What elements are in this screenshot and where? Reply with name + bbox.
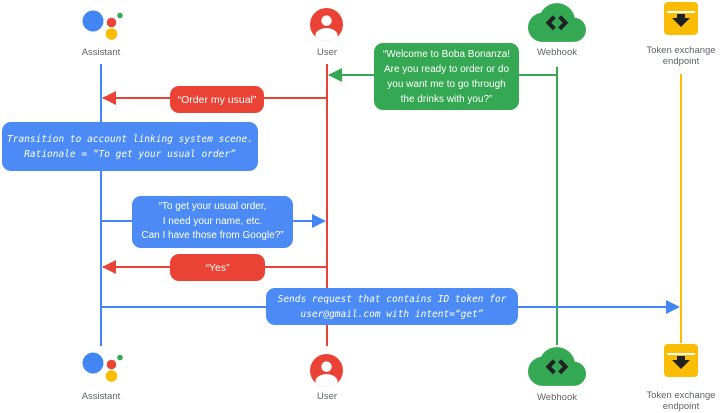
token-endpoint-label-bottom: Token exchange endpoint (646, 390, 716, 412)
webhook-label-bottom: Webhook (537, 392, 577, 403)
sends-request-message: Sends request that contains ID token for… (266, 288, 518, 325)
order-usual-arrowhead-icon (102, 91, 116, 105)
webhook-cloud-icon (528, 347, 586, 391)
order-usual-message: “Order my usual” (170, 86, 264, 113)
token-endpoint-lifeline (680, 74, 682, 343)
token-exchange-endpoint-icon (664, 2, 698, 40)
user-icon (310, 8, 343, 46)
get-usual-order-message: “To get your usual order, I need your na… (132, 196, 293, 248)
user-label-bottom: User (316, 391, 338, 402)
transition-note: Transition to account linking system sce… (2, 122, 258, 171)
welcome-arrowhead-icon (328, 68, 342, 82)
token-exchange-endpoint-icon (664, 344, 698, 382)
sends-request-arrowhead-icon (666, 300, 680, 314)
webhook-cloud-icon (528, 3, 586, 47)
yes-arrowhead-icon (102, 260, 116, 274)
yes-message: “Yes” (170, 254, 265, 281)
assistant-lifeline (100, 64, 102, 346)
user-label-top: User (316, 47, 338, 58)
google-assistant-icon (82, 350, 124, 389)
webhook-lifeline (556, 67, 558, 345)
webhook-label-top: Webhook (537, 47, 577, 58)
token-endpoint-label-top: Token exchange endpoint (646, 45, 716, 67)
get-usual-order-arrowhead-icon (312, 214, 326, 228)
user-lifeline (326, 64, 328, 346)
welcome-message: “Welcome to Boba Bonanza! Are you ready … (374, 43, 519, 110)
assistant-label-bottom: Assistant (81, 391, 121, 402)
google-assistant-icon (82, 8, 124, 47)
assistant-label-top: Assistant (81, 47, 121, 58)
user-icon (310, 354, 343, 392)
